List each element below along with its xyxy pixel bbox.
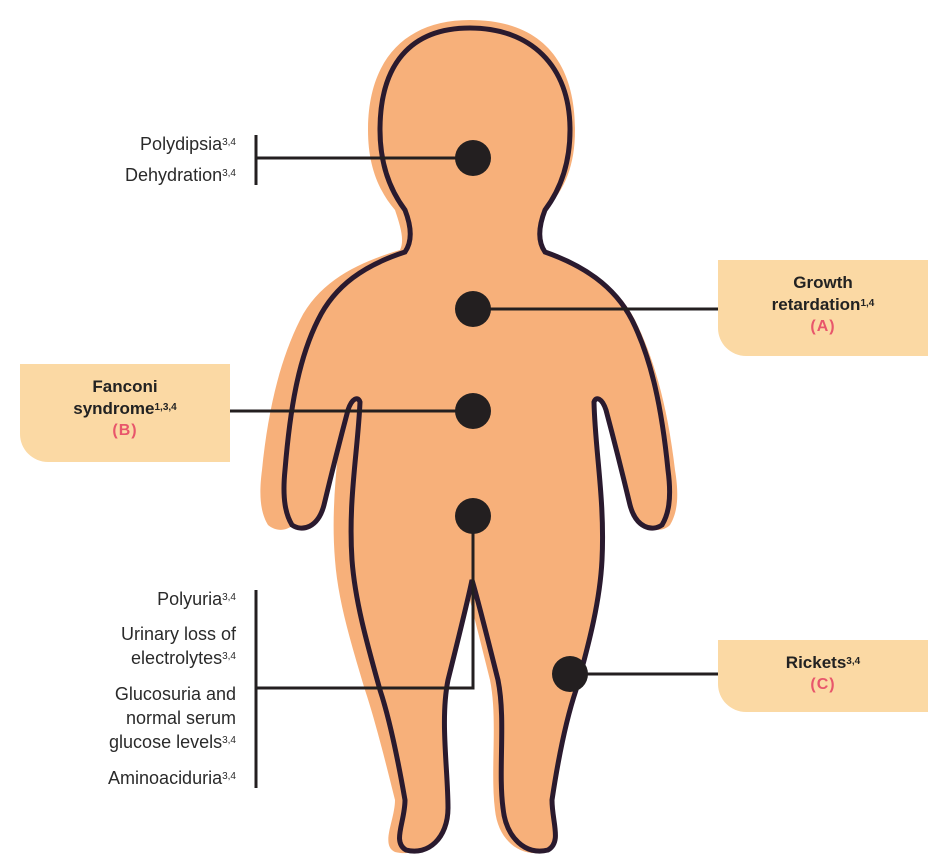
rickets-callout: Rickets3,4 (C) (718, 640, 928, 712)
marker-knee (552, 656, 588, 692)
marker-abdomen (455, 393, 491, 429)
marker-chest (455, 291, 491, 327)
fanconi-syndrome-callout: Fanconi syndrome1,3,4 (B) (20, 364, 230, 462)
dehydration-label: Dehydration3,4 (125, 163, 236, 187)
marker-head (455, 140, 491, 176)
polyuria-label: Polyuria3,4 (157, 587, 236, 611)
aminoaciduria-label: Aminoaciduria3,4 (108, 766, 236, 790)
polydipsia-label: Polydipsia3,4 (140, 132, 236, 156)
glucosuria-label: Glucosuria and normal serum glucose leve… (109, 682, 236, 754)
marker-pelvis (455, 498, 491, 534)
urinary-loss-label: Urinary loss of electrolytes3,4 (121, 622, 236, 670)
growth-retardation-callout: Growth retardation1,4 (A) (718, 260, 928, 356)
